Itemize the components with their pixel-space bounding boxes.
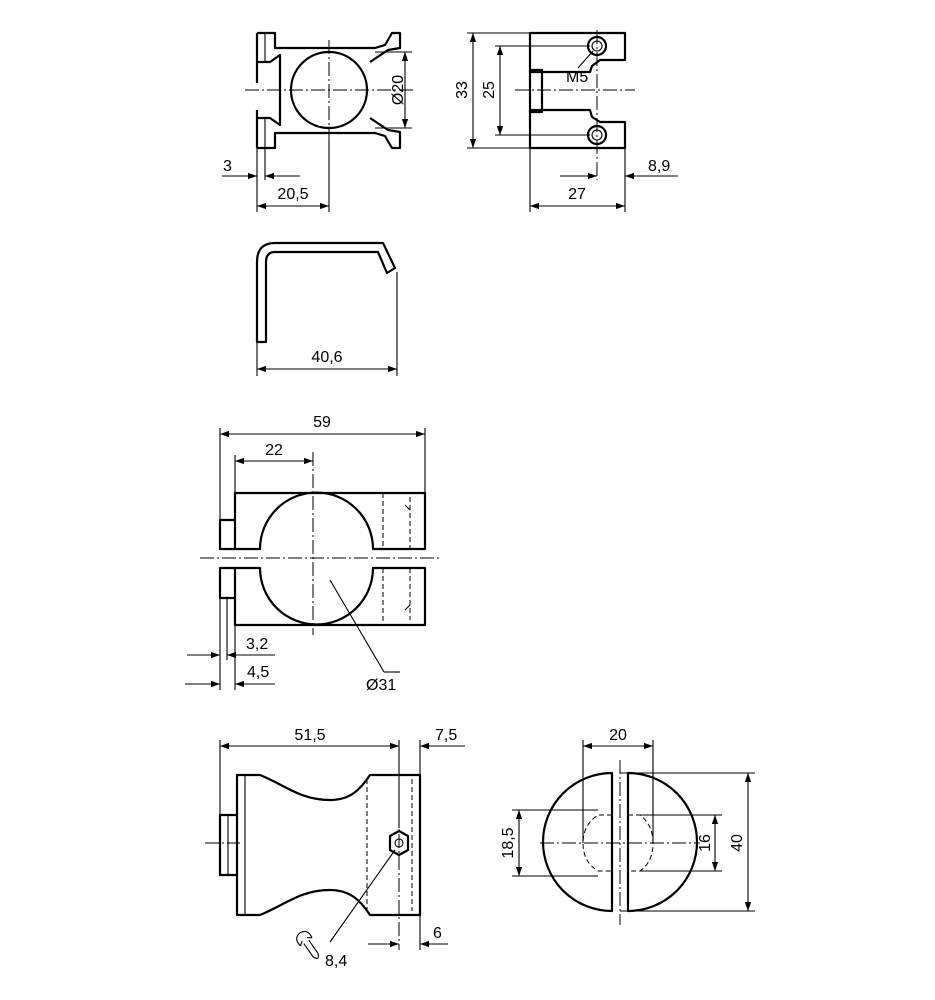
dim-20: 20 [609, 727, 627, 744]
view-clamp-front: 20 18,5 16 40 [500, 727, 755, 925]
dim-22: 22 [265, 442, 283, 459]
dim-4-5: 4,5 [247, 664, 269, 681]
hex-socket [388, 829, 410, 857]
front-right-half [626, 771, 699, 913]
bent-sheet-outline [255, 241, 397, 344]
label-m5: M5 [566, 69, 588, 86]
side-profile-outline [235, 773, 422, 917]
wrench-icon [296, 930, 319, 959]
dim-3: 3 [223, 158, 232, 175]
front-left-half [541, 771, 614, 913]
dim-25: 25 [481, 81, 498, 99]
dim-d20: Ø20 [390, 75, 407, 105]
dim-20-5: 20,5 [277, 186, 308, 203]
dim-3-2: 3,2 [246, 636, 268, 653]
bracket-side-outline [528, 31, 627, 74]
dim-59: 59 [313, 414, 331, 431]
view-clamp-block: 59 22 3,2 4,5 Ø31 [185, 414, 440, 694]
view-clamp-side: 51,5 7,5 6 8,4 [205, 727, 465, 970]
dim-8-9: 8,9 [648, 158, 670, 175]
block-lower-outline [233, 566, 427, 627]
dim-wrench-8-4: 8,4 [325, 953, 347, 970]
dim-40: 40 [729, 834, 746, 852]
dim-27: 27 [568, 186, 586, 203]
dim-7-5: 7,5 [435, 727, 457, 744]
view-top-left-bracket: Ø20 3 20,5 [222, 31, 415, 212]
block-upper-outline [233, 491, 427, 551]
dim-16: 16 [697, 834, 714, 852]
dim-18-5: 18,5 [500, 827, 517, 858]
dim-33: 33 [454, 81, 471, 99]
dim-6: 6 [433, 925, 442, 942]
bracket-outline [255, 31, 402, 150]
dim-40-6: 40,6 [311, 349, 342, 366]
dim-d31: Ø31 [366, 677, 396, 694]
dim-51-5: 51,5 [294, 727, 325, 744]
view-top-right-bracket: 33 25 M5 8,9 27 [454, 30, 678, 212]
view-bent-profile: 40,6 [255, 241, 398, 376]
